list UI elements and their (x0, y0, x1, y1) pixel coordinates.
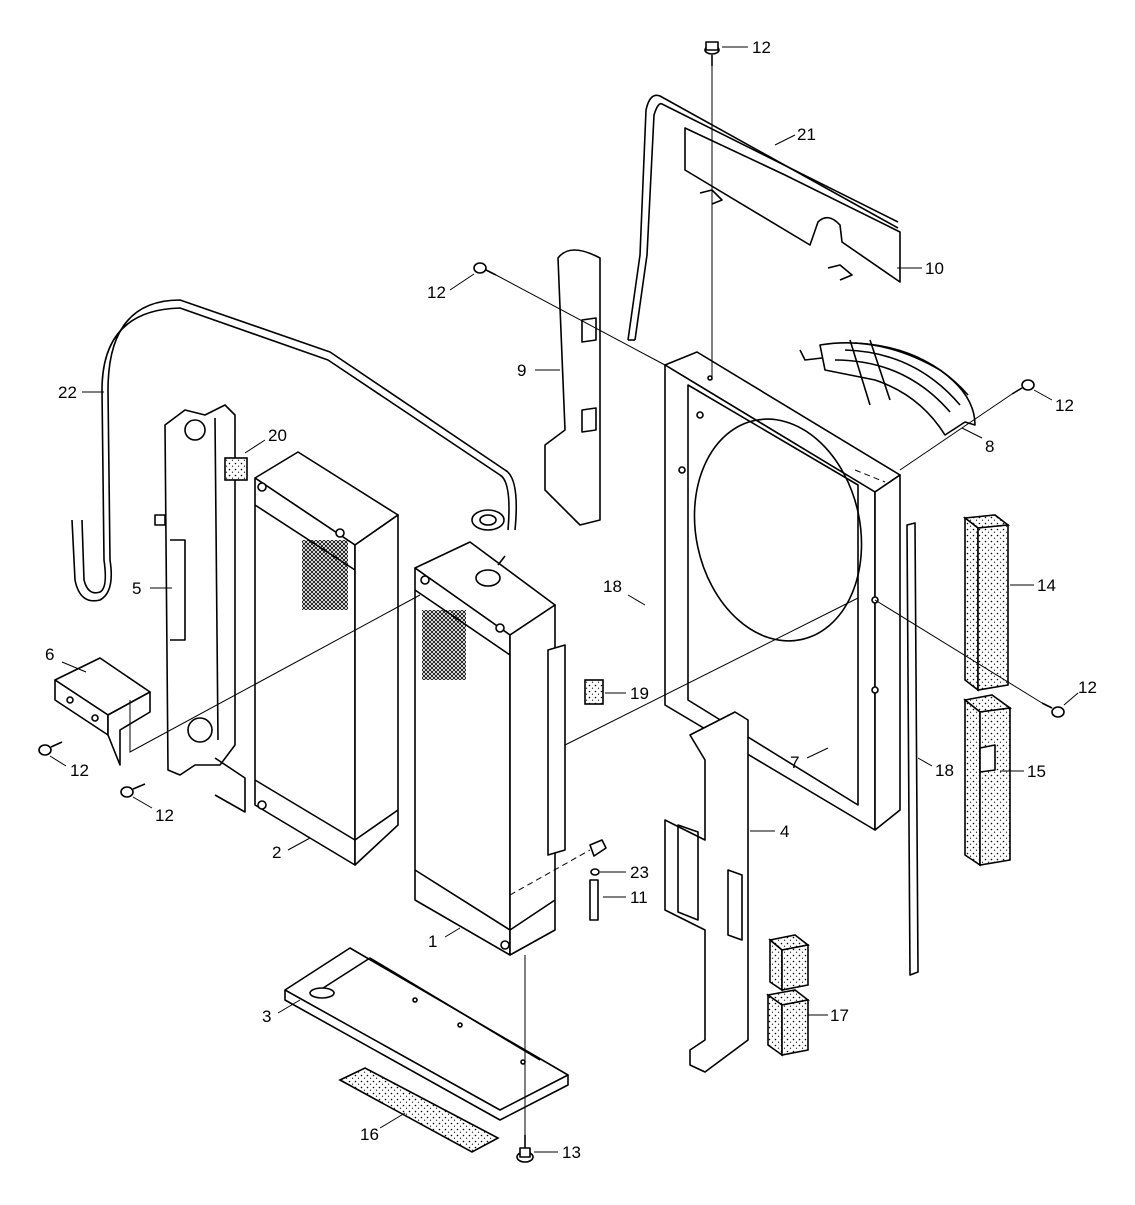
part-22-hose (71, 299, 518, 602)
part-12-bolt-left-b (120, 783, 146, 798)
part-3-base-plate (284, 947, 569, 1121)
callout-10: 10 (897, 259, 944, 278)
part-14-foam-block (962, 514, 1011, 692)
callout-12-right-lower: 12 (1063, 678, 1097, 706)
part-4-side-bracket (664, 711, 749, 1073)
svg-text:9: 9 (517, 361, 526, 380)
part-7-fan-shroud (664, 351, 901, 831)
callout-9: 9 (517, 361, 560, 380)
part-20-pad (224, 457, 248, 481)
part-13-bolt (516, 1135, 534, 1163)
callout-20: 20 (244, 426, 287, 454)
svg-text:19: 19 (630, 684, 649, 703)
callout-14: 14 (1010, 576, 1056, 595)
callout-22: 22 (58, 383, 104, 402)
svg-text:12: 12 (752, 38, 771, 57)
part-17-foam-blocks (766, 934, 810, 1057)
svg-text:12: 12 (1078, 678, 1097, 697)
svg-text:22: 22 (58, 383, 77, 402)
svg-text:12: 12 (427, 283, 446, 302)
callout-12-top: 12 (722, 38, 771, 57)
svg-text:6: 6 (45, 645, 54, 664)
assembly-lines (129, 66, 1043, 1135)
callout-18-left: 18 (603, 577, 646, 606)
part-15-foam-block (963, 694, 1013, 867)
part-1-radiator (414, 509, 566, 956)
svg-text:10: 10 (925, 259, 944, 278)
svg-text:16: 16 (360, 1125, 379, 1144)
svg-text:18: 18 (603, 577, 622, 596)
part-19-pad (584, 679, 604, 705)
part-5-left-bracket (154, 404, 236, 776)
callout-8: 8 (961, 427, 994, 456)
callout-12-right: 12 (1033, 389, 1074, 415)
part-9-side-plate (544, 249, 601, 526)
svg-text:7: 7 (790, 753, 799, 772)
svg-text:15: 15 (1027, 762, 1046, 781)
callout-2: 2 (272, 837, 311, 862)
svg-text:23: 23 (630, 863, 649, 882)
svg-text:8: 8 (985, 437, 994, 456)
part-12-bolt-left-a (38, 741, 63, 756)
svg-text:21: 21 (797, 125, 816, 144)
callout-1: 1 (428, 927, 461, 951)
part-12-bolt-top (704, 41, 720, 66)
callout-19: 19 (605, 684, 649, 703)
callout-3: 3 (262, 999, 301, 1026)
callout-5: 5 (132, 579, 172, 598)
svg-text:12: 12 (155, 806, 174, 825)
callout-7: 7 (790, 747, 829, 772)
part-6-bracket (54, 657, 151, 766)
svg-text:13: 13 (562, 1143, 581, 1162)
part-10-top-plate (684, 127, 901, 283)
callout-13: 13 (534, 1143, 581, 1162)
callout-12-left-a: 12 (49, 755, 89, 780)
svg-text:12: 12 (70, 761, 89, 780)
svg-text:18: 18 (935, 761, 954, 780)
callout-21: 21 (774, 125, 816, 146)
svg-text:5: 5 (132, 579, 141, 598)
svg-text:14: 14 (1037, 576, 1056, 595)
svg-text:12: 12 (1055, 396, 1074, 415)
svg-text:2: 2 (272, 843, 281, 862)
callout-12-mid: 12 (427, 273, 475, 302)
part-18-foam-strip (906, 522, 919, 976)
callout-17: 17 (808, 1006, 849, 1025)
part-16-foam-strip (338, 1067, 500, 1153)
svg-text:3: 3 (262, 1007, 271, 1026)
part-12-bolt-right-lower (1041, 702, 1065, 718)
part-11-pipe (589, 879, 599, 921)
part-12-bolt-mid (473, 262, 497, 276)
svg-text:1: 1 (428, 932, 437, 951)
svg-text:20: 20 (268, 426, 287, 445)
callout-15: 15 (1000, 762, 1046, 781)
svg-text:4: 4 (780, 822, 789, 841)
callout-16: 16 (360, 1112, 406, 1144)
callout-6: 6 (45, 645, 87, 673)
part-12-bolt-right (1011, 379, 1035, 395)
callout-23: 23 (600, 863, 649, 882)
svg-text:11: 11 (630, 888, 648, 907)
part-8-fan-guard (799, 339, 976, 436)
callout-4: 4 (750, 822, 789, 841)
part-21-seal (627, 94, 899, 341)
callout-11: 11 (603, 888, 648, 907)
part-23-drain-valve (589, 839, 607, 876)
callout-12-left-b: 12 (132, 796, 174, 825)
svg-text:17: 17 (830, 1006, 849, 1025)
callout-18-right: 18 (917, 757, 954, 780)
part-2-oil-cooler (214, 451, 399, 866)
